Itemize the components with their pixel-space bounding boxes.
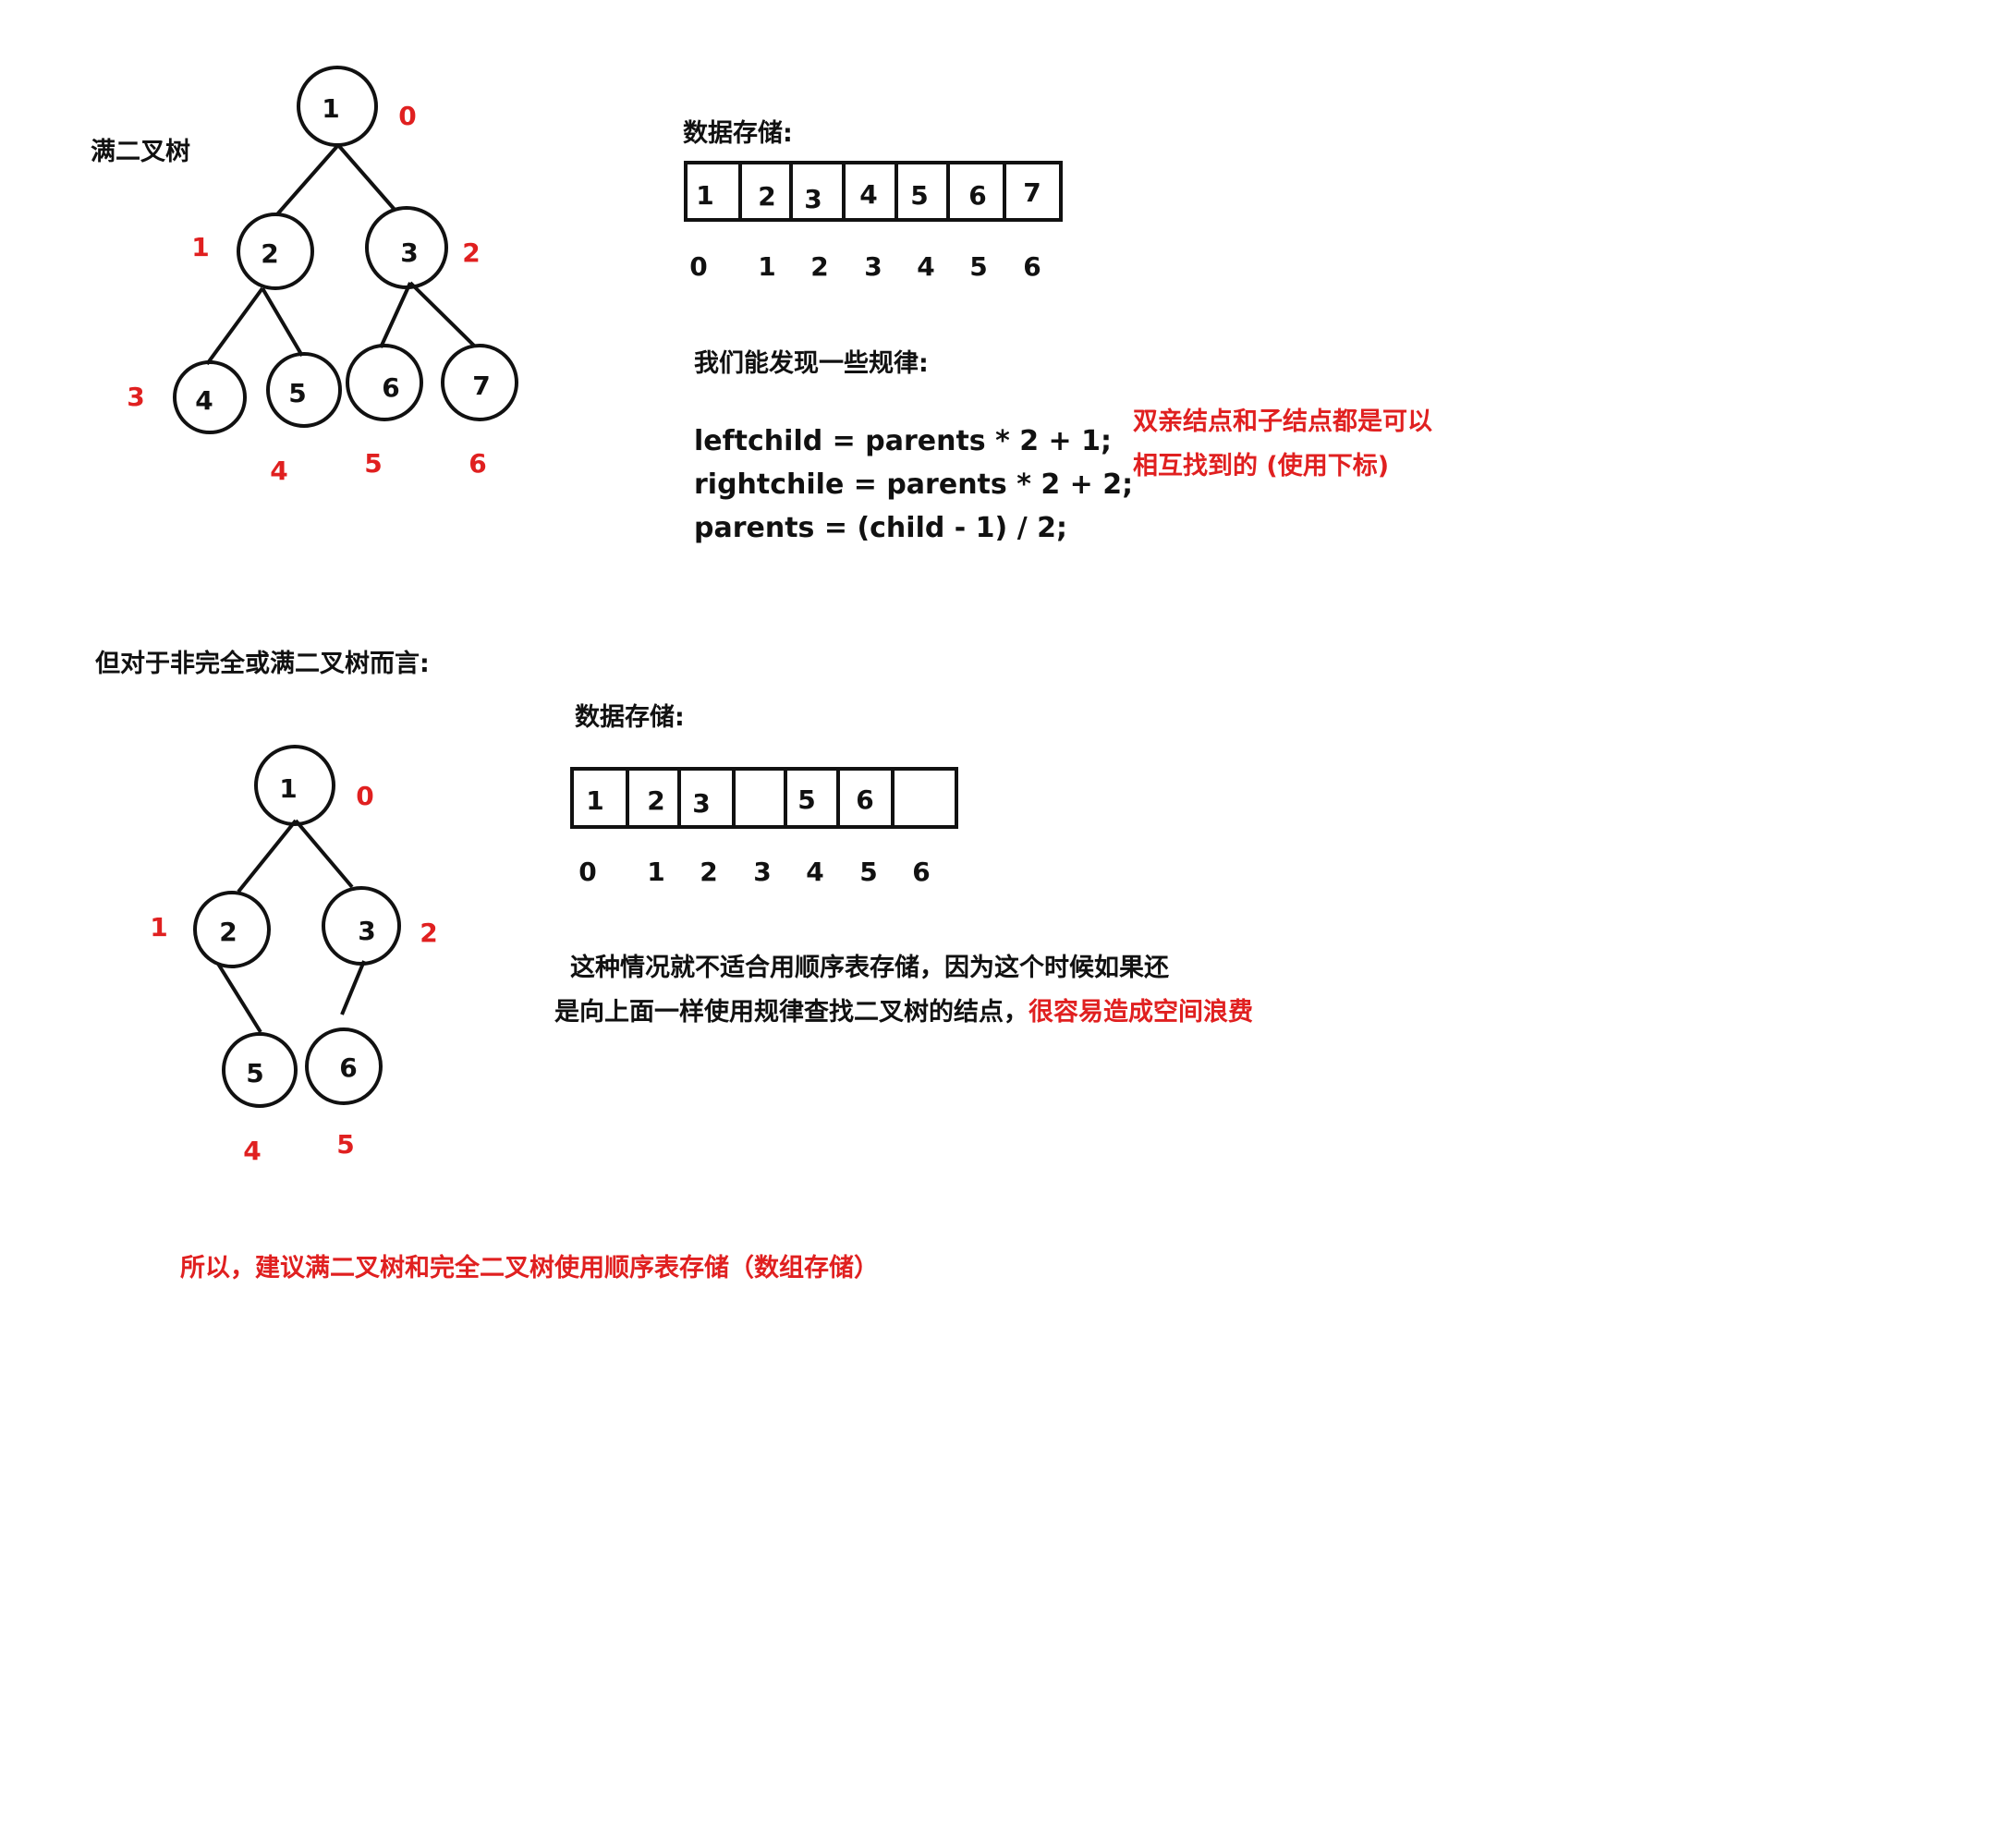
- array-cell: 2: [647, 785, 664, 816]
- relation-note-line2: 相互找到的 (使用下标): [1133, 452, 1390, 480]
- array-index: 3: [864, 251, 882, 282]
- node-value: 6: [382, 372, 399, 403]
- array-index: 2: [700, 857, 717, 887]
- node-index: 5: [336, 1129, 354, 1160]
- tree-edge: [205, 286, 264, 366]
- array-index: 5: [969, 251, 987, 282]
- space-waste-warning: 很容易造成空间浪费: [1028, 998, 1253, 1027]
- array-index: 1: [647, 857, 664, 887]
- explanation-line2-text: 是向上面一样使用规律查找二叉树的结点，: [554, 998, 1028, 1027]
- array-index: 6: [1023, 251, 1041, 282]
- node-value: 2: [261, 238, 278, 269]
- node-value: 3: [400, 237, 418, 268]
- node-index: 1: [191, 232, 209, 262]
- tree-node: [322, 886, 401, 966]
- conclusion-text: 所以，建议满二叉树和完全二叉树使用顺序表存储（数组存储）: [180, 1254, 879, 1283]
- node-value: 3: [358, 916, 375, 946]
- node-value: 5: [246, 1058, 263, 1088]
- tree-node: [173, 360, 247, 434]
- array-cell: 1: [586, 785, 603, 816]
- tree-node: [441, 344, 518, 421]
- array-cell: 6: [856, 784, 873, 815]
- array-cell: 3: [804, 184, 822, 214]
- explanation-line2: 是向上面一样使用规律查找二叉树的结点，很容易造成空间浪费: [554, 991, 1253, 1027]
- node-index: 2: [420, 918, 437, 948]
- node-index: 0: [356, 781, 373, 811]
- node-index: 6: [469, 448, 486, 479]
- array-cell: 1: [696, 180, 713, 211]
- formula-parents: parents = (child - 1) / 2;: [694, 512, 1067, 544]
- node-index: 4: [270, 456, 287, 486]
- node-index: 2: [462, 237, 480, 268]
- node-index: 1: [150, 912, 167, 942]
- array-index: 3: [753, 857, 771, 887]
- explanation-line1: 这种情况就不适合用顺序表存储，因为这个时候如果还: [570, 954, 1169, 982]
- array-index: 0: [689, 251, 707, 282]
- incomplete-tree-diagram: 1 2 3 5 6 0 1 2 4 5: [150, 745, 438, 1166]
- storage-title: 数据存储:: [575, 703, 685, 732]
- tree-node: [346, 344, 423, 421]
- tree-node: [222, 1032, 298, 1108]
- formula-leftchild: leftchild = parents * 2 + 1;: [694, 425, 1112, 457]
- array-cell: 3: [692, 788, 710, 819]
- tree-node: [305, 1027, 383, 1105]
- array-cell: 2: [758, 181, 775, 212]
- node-index: 4: [243, 1136, 261, 1166]
- array-cell: 5: [797, 784, 815, 815]
- tree-node: [266, 352, 342, 428]
- storage-array-full: 1 2 3 4 5 6 7 0 1 2 3 4 5 6: [684, 161, 1063, 282]
- full-binary-tree-diagram: 1 2 3 4 5 6 7 0 1 2 3 4 5 6: [127, 66, 518, 486]
- node-index: 0: [398, 101, 416, 131]
- array-index: 4: [806, 857, 823, 887]
- tree-node: [365, 206, 448, 289]
- node-value: 1: [279, 773, 297, 804]
- array-index: 1: [758, 251, 775, 282]
- tree-node: [237, 213, 314, 290]
- array-index: 5: [859, 857, 877, 887]
- tree-edge: [237, 819, 298, 894]
- tree-edge: [336, 143, 397, 213]
- array-cell: 4: [859, 179, 877, 210]
- tree-edge: [261, 286, 304, 358]
- array-cell: 6: [968, 180, 986, 211]
- relation-note: 双亲结点和子结点都是可以 相互找到的 (使用下标): [1133, 400, 1432, 489]
- array-index: 2: [810, 251, 828, 282]
- rule-title: 我们能发现一些规律:: [694, 349, 929, 378]
- node-index: 3: [127, 382, 144, 412]
- formula-list: leftchild = parents * 2 + 1; rightchile …: [694, 419, 1133, 550]
- tree-node: [254, 745, 335, 826]
- tree-edge: [216, 962, 262, 1034]
- relation-note-line1: 双亲结点和子结点都是可以: [1133, 407, 1432, 436]
- array-outline: [684, 161, 1063, 222]
- array-cell: 7: [1023, 177, 1041, 208]
- tree-node: [193, 891, 271, 968]
- non-complete-tree-title: 但对于非完全或满二叉树而言:: [95, 650, 430, 678]
- node-value: 7: [472, 371, 490, 401]
- node-index: 5: [364, 448, 382, 479]
- formula-rightchild: rightchile = parents * 2 + 2;: [694, 468, 1134, 501]
- node-value: 5: [288, 378, 306, 408]
- tree-edge: [340, 960, 366, 1015]
- node-value: 6: [339, 1052, 357, 1083]
- storage-array-incomplete: 1 2 3 5 6 0 1 2 3 4 5 6: [570, 767, 958, 887]
- array-index: 4: [917, 251, 934, 282]
- tree-edge: [379, 282, 412, 348]
- full-binary-tree-title: 满二叉树: [91, 138, 190, 166]
- array-index: 0: [578, 857, 596, 887]
- node-value: 2: [219, 917, 237, 947]
- tree-edge: [408, 281, 477, 348]
- tree-node: [297, 66, 378, 147]
- array-index: 6: [912, 857, 930, 887]
- array-cell: 5: [910, 180, 928, 211]
- node-value: 4: [195, 385, 213, 416]
- storage-title: 数据存储:: [683, 119, 793, 148]
- tree-edge: [275, 143, 340, 216]
- array-outline: [570, 767, 958, 829]
- tree-edge: [294, 819, 354, 889]
- node-value: 1: [322, 93, 339, 124]
